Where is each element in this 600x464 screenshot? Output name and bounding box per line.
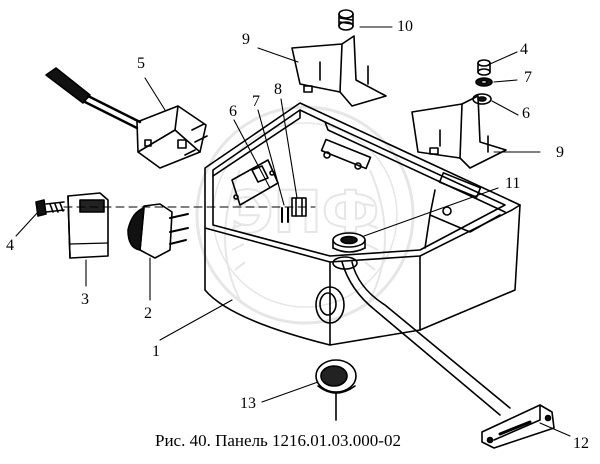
switch-body <box>127 203 189 259</box>
callout-5: 5 <box>137 55 145 72</box>
switch-cap <box>67 192 109 259</box>
leader-lines <box>15 26 571 437</box>
terminal-block <box>281 197 307 223</box>
screw-left <box>35 199 65 217</box>
grommet <box>332 232 366 253</box>
callout-13: 13 <box>240 395 256 412</box>
wire-harness <box>341 261 511 416</box>
mounting-bracket-right <box>411 95 507 169</box>
callout-2: 2 <box>144 305 152 322</box>
callout-1: 1 <box>152 343 160 360</box>
callout-9-top: 9 <box>242 31 250 48</box>
callout-12: 12 <box>573 435 589 452</box>
rubber-plug <box>315 359 357 421</box>
washer-right <box>475 77 493 87</box>
callout-4-right: 4 <box>520 41 528 58</box>
callout-11: 11 <box>505 175 521 192</box>
mounting-bracket-top <box>291 35 387 107</box>
callout-4-left: 4 <box>6 237 14 254</box>
callout-7-left: 7 <box>252 93 260 110</box>
callout-9-right: 9 <box>556 144 564 161</box>
callout-10: 10 <box>397 18 413 35</box>
callout-8: 8 <box>274 81 282 98</box>
lever-switch <box>45 67 208 169</box>
bolt <box>338 9 354 31</box>
callout-6-left: 6 <box>229 103 237 120</box>
callout-6-right: 6 <box>522 105 530 122</box>
callout-3: 3 <box>81 291 89 308</box>
callout-7-right: 7 <box>524 69 532 86</box>
connector-plug <box>481 404 555 449</box>
screw-right <box>477 59 491 76</box>
figure-caption: Рис. 40. Панель 1216.01.03.000-02 <box>155 431 401 450</box>
nut-right <box>472 93 492 105</box>
watermark-emblem: ЭПФ <box>195 105 415 325</box>
panel-housing <box>204 102 521 346</box>
